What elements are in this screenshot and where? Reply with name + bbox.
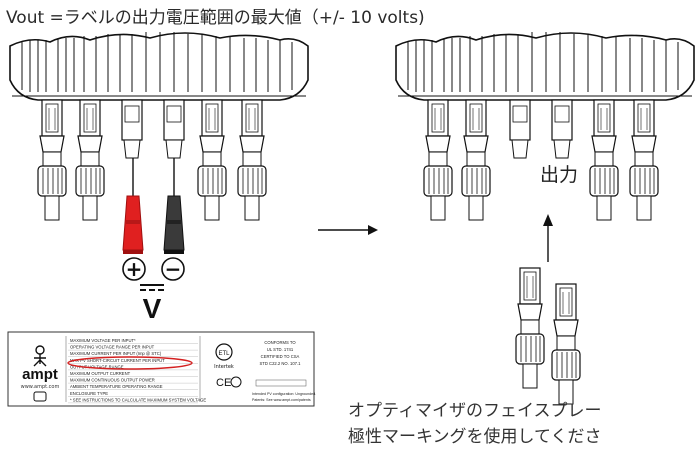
output-label: 出力 [540, 164, 579, 186]
plus-symbol: + [122, 257, 146, 281]
svg-text:ampt: ampt [22, 366, 58, 383]
input-connector [629, 99, 659, 221]
svg-text:CE: CE [216, 377, 231, 389]
input-connector [423, 99, 453, 221]
highlight-oval [67, 356, 193, 370]
cert-line: CONFORMS TO [264, 340, 296, 345]
svg-text:ETL: ETL [218, 351, 230, 357]
nameplate-label: ampt www.ampt.com MAXIMUM VOLTAGE PER IN… [7, 331, 316, 407]
input-connector [37, 99, 67, 221]
output-socket [163, 99, 185, 159]
red-probe [122, 158, 144, 254]
output-socket [509, 99, 531, 159]
minus-symbol: − [161, 257, 185, 281]
output-socket [121, 99, 143, 159]
input-connector [461, 99, 491, 221]
nameplate-row: MAX PV SHORT-CIRCUIT CURRENT PER INPUT [70, 358, 165, 363]
nameplate-row: ENCLOSURE TYPE [70, 391, 108, 396]
ampt-logo: ampt www.ampt.com [21, 345, 60, 402]
output-socket [551, 99, 573, 159]
black-probe [163, 158, 185, 254]
right-arrow [318, 225, 378, 235]
mated-connector-pair [515, 267, 581, 405]
nameplate-row: MAXIMUM CURRENT PER INPUT (Imp @ STC) [70, 351, 162, 356]
nameplate-row: MAXIMUM VOLTAGE PER INPUT* [70, 338, 136, 343]
nameplate-row: OUTPUT VOLTAGE RANGE [70, 364, 124, 369]
right-optimizer [395, 32, 695, 221]
input-connector [75, 99, 105, 221]
svg-text:Intended PV configuration: Ung: Intended PV configuration: Ungrounded. [252, 392, 316, 396]
svg-text:www.ampt.com: www.ampt.com [21, 384, 60, 390]
input-connector [197, 99, 227, 221]
svg-text:Patents: See www.ampt.com/pate: Patents: See www.ampt.com/patents [252, 398, 311, 402]
nameplate-row: AMBIENT TEMPERATURE OPERATING RANGE [70, 384, 163, 389]
left-optimizer [9, 32, 309, 221]
dc-voltage-symbol: V [140, 284, 164, 324]
svg-text:V: V [143, 293, 162, 324]
nameplate-row: MAXIMUM CONTINUOUS OUTPUT POWER [70, 378, 155, 383]
svg-text:Intertek: Intertek [214, 364, 234, 370]
cert-line: UL STD. 1741 [267, 347, 294, 352]
caption-line-2: 極性マーキングを使用してくださ [348, 427, 602, 447]
diagram-title: Vout =ラベルの出力電圧範囲の最大値（+/- 10 volts) [6, 8, 425, 28]
caption-line-1: オプティマイザのフェイスプレー [348, 401, 602, 421]
input-connector [589, 99, 619, 221]
nameplate-row: * SEE INSTRUCTIONS TO CALCULATE MAXIMUM … [70, 397, 206, 402]
nameplate-row: MAXIMUM OUTPUT CURRENT [70, 371, 131, 376]
up-arrow [543, 214, 553, 262]
svg-text:+: + [126, 257, 143, 281]
input-connector [237, 99, 267, 221]
cert-line: CERTIFIED TO CSA [261, 354, 300, 359]
cert-line: STD C22.2 NO. 107.1 [260, 361, 302, 366]
nameplate-row: OPERATING VOLTAGE RANGE PER INPUT [70, 345, 155, 350]
svg-text:−: − [165, 257, 182, 281]
cert-marks: ETL Intertek CE [214, 343, 242, 389]
